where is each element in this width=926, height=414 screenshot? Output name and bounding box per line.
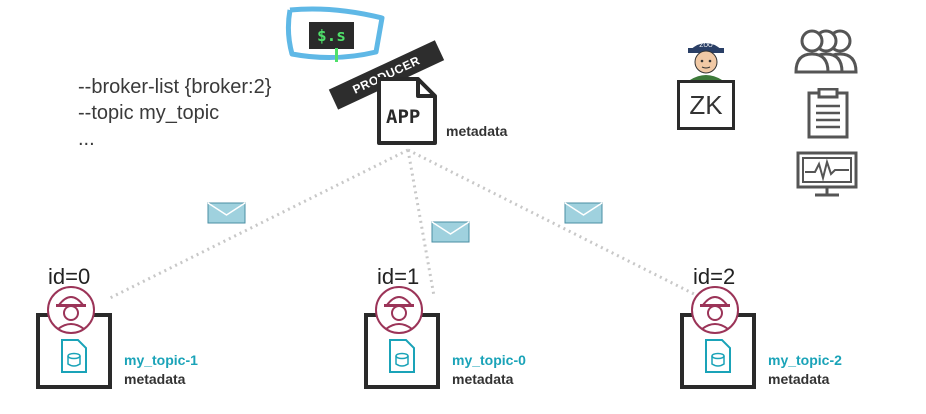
app-document-icon	[377, 77, 437, 145]
monitor-icon	[796, 151, 858, 197]
broker-1-topic: my_topic-0	[452, 352, 526, 368]
envelope-icon	[564, 202, 603, 224]
broker-list-arg: --broker-list {broker:2}	[78, 76, 272, 98]
topic-file-icon	[61, 339, 87, 373]
users-group-icon	[794, 29, 858, 74]
app-label: APP	[386, 106, 421, 128]
envelope-icon	[207, 202, 246, 224]
broker-2-id: id=2	[693, 264, 736, 289]
broker-0-id: id=0	[48, 264, 91, 289]
broker-worker-icon	[691, 286, 739, 334]
terminal-snippet: $.s	[309, 22, 354, 49]
command-text: --broker-list {broker:2} --topic my_topi…	[78, 74, 271, 152]
broker-0-metadata: metadata	[124, 371, 186, 387]
broker-worker-icon	[47, 286, 95, 334]
envelope-icon	[431, 221, 470, 243]
topic-file-icon	[389, 339, 415, 373]
broker-worker-icon	[375, 286, 423, 334]
broker-1-id: id=1	[377, 264, 420, 289]
zoo-cap-text: ZOO	[699, 42, 713, 49]
terminal-cursor	[335, 48, 338, 62]
zookeeper-avatar-icon: ZOO	[688, 42, 724, 80]
more-args: ...	[78, 128, 95, 150]
topic-arg: --topic my_topic	[78, 102, 220, 124]
connection-line-broker-2	[407, 148, 699, 298]
broker-0-topic: my_topic-1	[124, 352, 198, 368]
broker-2-metadata: metadata	[768, 371, 830, 387]
broker-2-topic: my_topic-2	[768, 352, 842, 368]
zookeeper-box: ZK	[677, 80, 735, 130]
connection-line-broker-0	[109, 148, 409, 300]
broker-1-metadata: metadata	[452, 371, 514, 387]
clipboard-icon	[807, 88, 849, 139]
highlight-scribble	[285, 6, 385, 61]
producer-metadata: metadata	[446, 123, 508, 139]
connection-line-broker-1	[406, 149, 436, 297]
topic-file-icon	[705, 339, 731, 373]
